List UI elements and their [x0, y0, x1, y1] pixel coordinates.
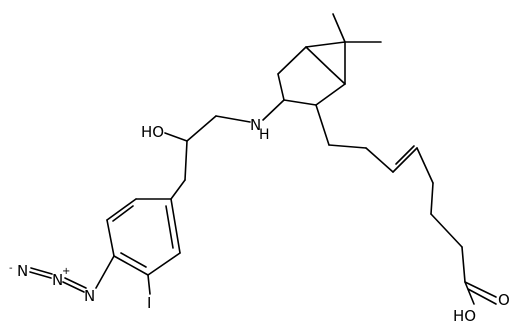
- bond-aryl-double-3: [165, 205, 174, 249]
- bond-ring-3: [283, 99, 317, 106]
- bond-ring-4: [315, 83, 346, 106]
- bond-aryl-to-azide: [95, 255, 115, 289]
- bond-chain-8: [461, 246, 466, 283]
- amine-nitrogen-label: N: [250, 116, 261, 134]
- azide-n2-label: N: [52, 271, 63, 289]
- bond-aryl-2: [106, 198, 137, 221]
- bond-carboxyl-co-2: [467, 288, 497, 305]
- acid-hydroxyl-label: HO: [453, 307, 476, 325]
- bond-ch2-to-choh: [186, 115, 217, 142]
- bond-aryl-6: [170, 198, 181, 254]
- azide-plus-charge: +: [62, 266, 70, 277]
- bond-choh-to-ch2: [184, 140, 188, 181]
- bicyclic-ring: [277, 13, 382, 106]
- azide-minus-charge: -: [9, 263, 13, 274]
- bond-aryl-double-1: [112, 205, 134, 222]
- aryl-ring: [95, 198, 181, 295]
- bond-aryl-double-2: [120, 252, 147, 268]
- bond-ring-5: [305, 46, 331, 71]
- bond-chain-1: [315, 104, 330, 146]
- bond-n-to-ch2: [215, 115, 251, 123]
- bond-carboxyl-oh: [464, 281, 475, 305]
- bond-ring-1: [277, 46, 307, 75]
- bond-chain-3: [365, 147, 394, 173]
- azide-group: [29, 267, 87, 293]
- bond-ch2-to-aryl: [170, 179, 186, 200]
- bond-chain-4: [392, 147, 418, 173]
- bond-choh-to-oh: [164, 132, 188, 142]
- bond-chain-4-double: [395, 145, 415, 165]
- bond-bridge-upper: [305, 41, 346, 48]
- bond-aryl-4: [113, 255, 149, 276]
- azide-n1-label: N: [84, 287, 95, 305]
- bond-azide-n1-n2: [62, 281, 85, 293]
- bond-aryl-3: [106, 219, 115, 257]
- iodo-label: I: [147, 294, 151, 312]
- bond-chain-7: [430, 213, 463, 248]
- acid-carbonyl-oxygen-label: O: [498, 291, 510, 309]
- bond-chain-2: [328, 144, 367, 149]
- bond-aryl-5: [147, 252, 181, 276]
- hydroxyl-label: HO: [141, 123, 164, 141]
- bond-aryl-to-iodo: [147, 274, 151, 295]
- bond-methyl-left: [332, 13, 346, 43]
- amine-linker: [164, 99, 285, 200]
- bond-ring-to-n: [262, 99, 285, 121]
- bond-ring-2: [277, 73, 285, 101]
- bond-azide-n2-n3: [29, 271, 52, 279]
- bond-chain-5: [416, 147, 434, 184]
- bond-carboxyl-co-1: [464, 281, 497, 298]
- acid-chain: [315, 104, 497, 305]
- amine-hydrogen-label: H: [259, 127, 270, 143]
- bond-azide-n2-n3-b: [30, 267, 53, 275]
- bond-chain-6: [430, 182, 434, 215]
- bond-ring-6: [329, 69, 346, 85]
- bond-azide-n1-n2-b: [64, 277, 87, 289]
- azide-n3-label: N: [17, 262, 28, 280]
